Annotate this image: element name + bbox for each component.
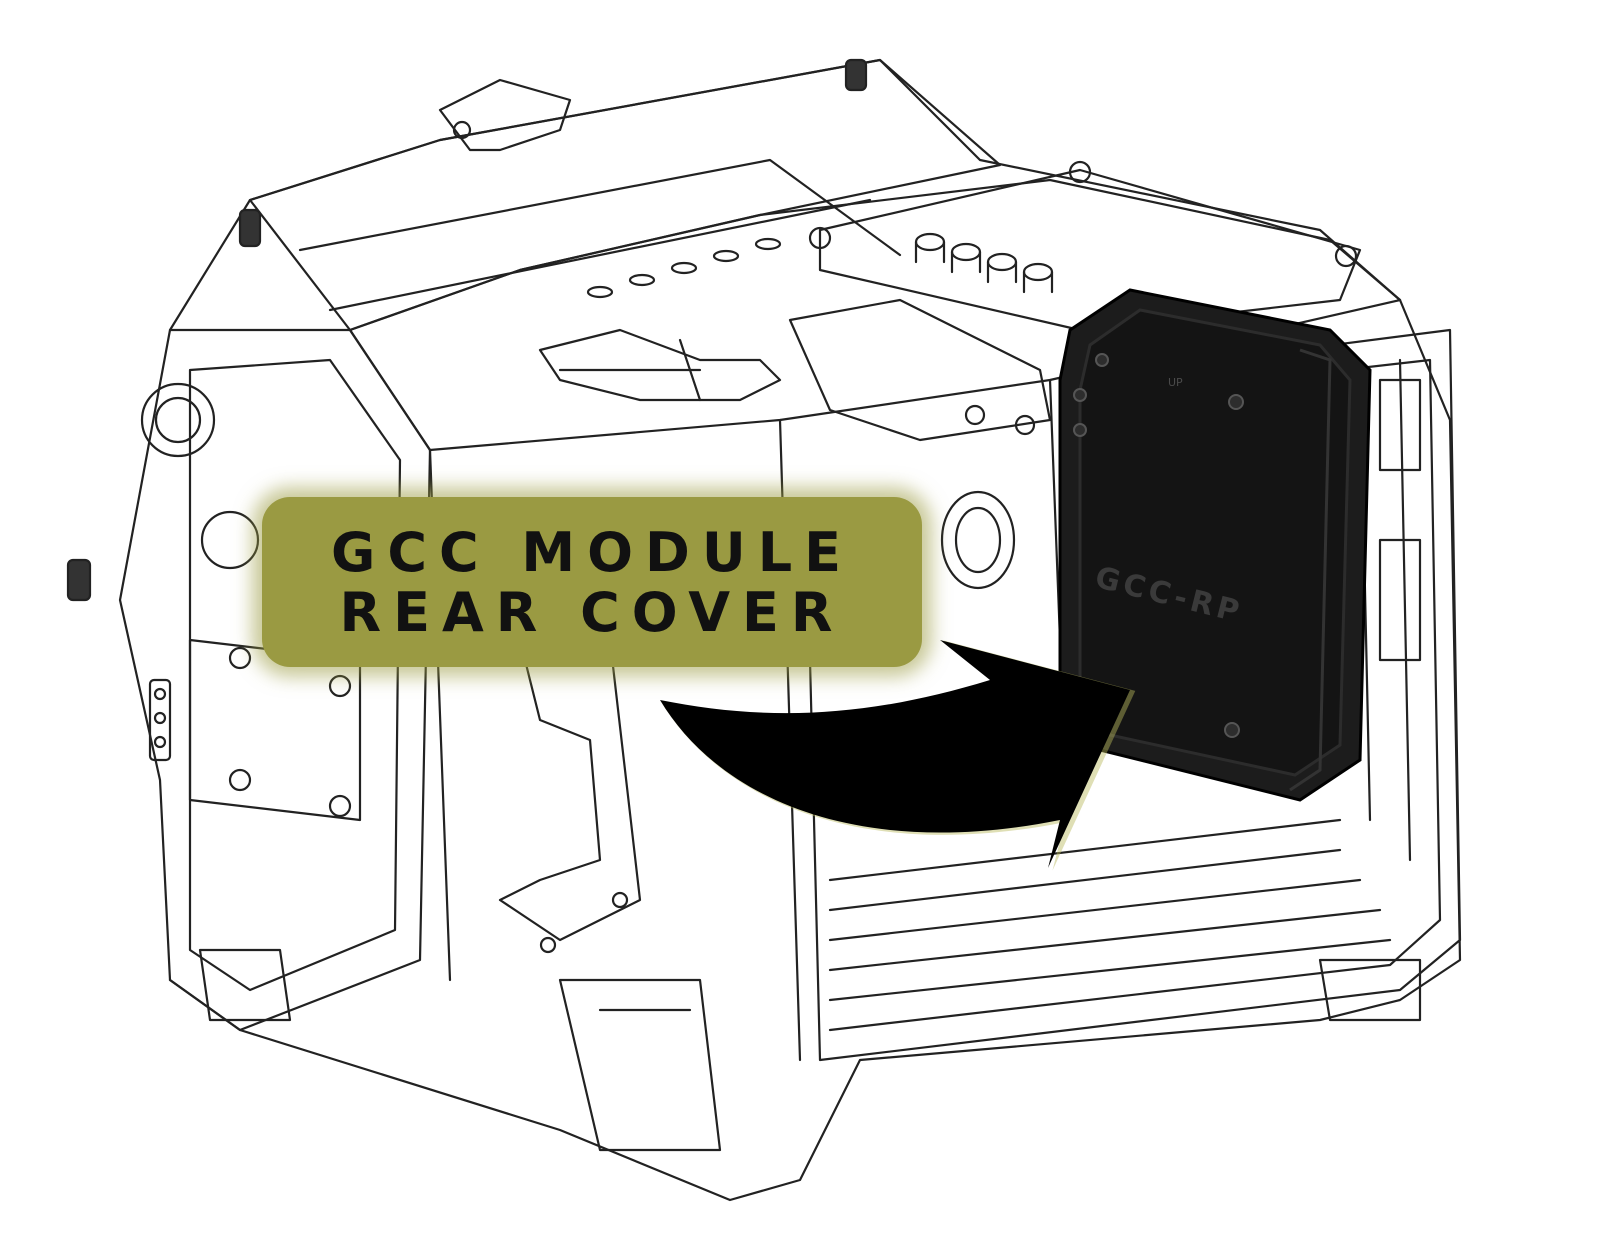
foot-right: [1318, 958, 1422, 1022]
top-plate: [248, 58, 1002, 332]
foot-center: [558, 978, 722, 1152]
side-lever: [498, 638, 642, 942]
callout-line-1: GCC MODULE: [331, 521, 853, 584]
top-latch: [438, 78, 572, 152]
left-access-plate: [188, 638, 362, 822]
knob-left-upper: [140, 382, 216, 458]
top-logo: [538, 328, 782, 402]
left-side-panel: [168, 328, 432, 1032]
knob-left-lower: [200, 510, 260, 570]
callout-label-box: GCC MODULE REAR COVER: [262, 497, 922, 667]
rear-cage: [808, 328, 1462, 1062]
foot-left: [198, 948, 292, 1022]
module-orientation-mark: UP: [1168, 376, 1183, 389]
front-face: [348, 178, 1402, 452]
callout-line-2: REAR COVER: [339, 581, 845, 644]
lens-port: [940, 490, 1016, 590]
connector-plate: [818, 168, 1362, 332]
gcc-module-body: [1058, 288, 1372, 802]
hinge-block: [788, 298, 1052, 442]
callout-text: GCC MODULE REAR COVER: [262, 523, 922, 643]
button-stubs: [914, 232, 1054, 294]
callout-arrow: [660, 640, 1130, 868]
